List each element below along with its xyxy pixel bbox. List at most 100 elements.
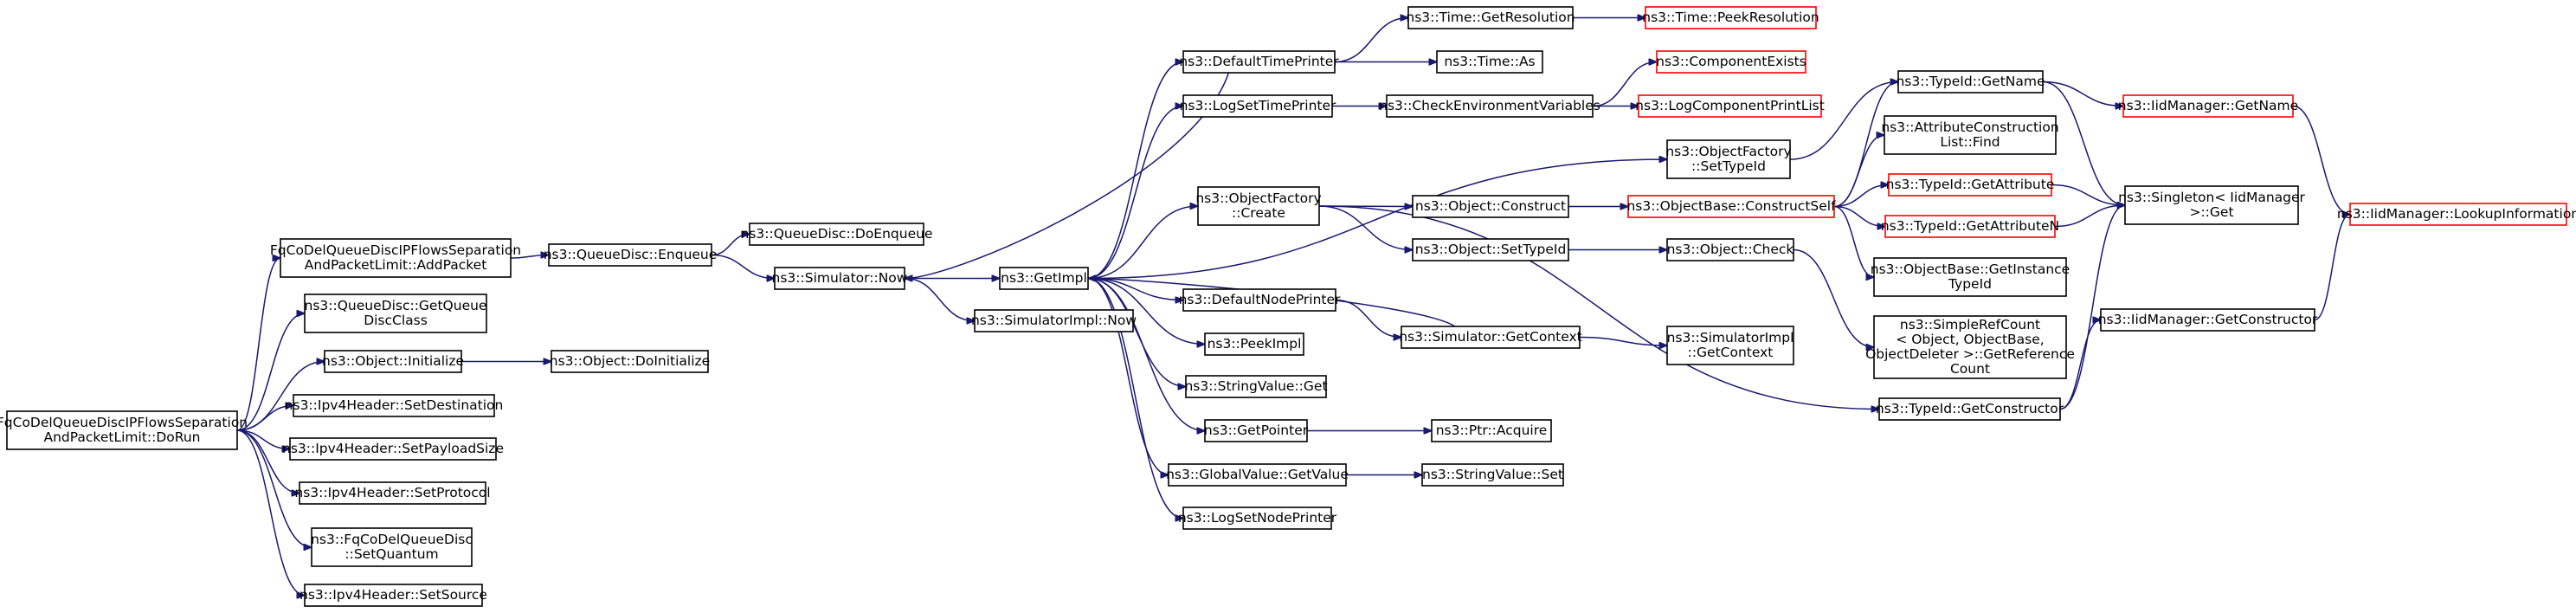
node-setpayload[interactable]: ns3::Ipv4Header::SetPayloadSize: [282, 437, 504, 461]
node-defnodeprinter[interactable]: ns3::DefaultNodePrinter: [1179, 288, 1341, 312]
node-label: ::GetContext: [1688, 345, 1774, 360]
node-objbaseconstructself[interactable]: ns3::ObjectBase::ConstructSelf: [1626, 195, 1836, 218]
node-getpointer[interactable]: ns3::GetPointer: [1204, 419, 1309, 442]
node-label: ns3::LogSetNodePrinter: [1178, 510, 1337, 526]
edge-enqueue-to-doenqueue: [711, 235, 750, 256]
node-label: ns3::StringValue::Set: [1422, 467, 1563, 482]
node-simimplgetcontext[interactable]: ns3::SimulatorImpl::GetContext: [1666, 326, 1794, 365]
node-getimpl[interactable]: ns3::GetImpl: [999, 267, 1089, 290]
node-objfactorycreate[interactable]: ns3::ObjectFactory::Create: [1195, 186, 1322, 226]
node-root[interactable]: FqCoDelQueueDiscIPFlowsSeparationAndPack…: [0, 410, 248, 450]
node-label: ns3::ObjectBase::ConstructSelf: [1626, 198, 1836, 214]
node-box: [1386, 94, 1594, 118]
node-box: [311, 527, 473, 567]
node-box: [749, 223, 924, 246]
node-box: [1204, 332, 1304, 356]
node-objsettypeid[interactable]: ns3::Object::SetTypeId: [1412, 238, 1569, 261]
node-box: [999, 267, 1089, 290]
node-box: [1182, 50, 1336, 74]
edge-typeidgetattrn-to-singletonget: [2054, 205, 2125, 228]
node-simgetcontext[interactable]: ns3::Simulator::GetContext: [1399, 326, 1582, 349]
node-ptracquire[interactable]: ns3::Ptr::Acquire: [1431, 419, 1552, 442]
node-checkenv[interactable]: ns3::CheckEnvironmentVariables: [1379, 94, 1600, 118]
node-logcompprint[interactable]: ns3::LogComponentPrintList: [1635, 94, 1825, 118]
node-objcheck[interactable]: ns3::Object::Check: [1666, 238, 1794, 261]
node-compexists[interactable]: ns3::ComponentExists: [1656, 50, 1806, 74]
node-logsettimeprinter[interactable]: ns3::LogSetTimePrinter: [1180, 94, 1336, 118]
node-box: [1431, 419, 1552, 442]
node-label: ns3::Object::DoInitialize: [550, 353, 710, 369]
node-singletonget[interactable]: ns3::Singleton< IidManager >::Get: [2118, 185, 2306, 225]
node-label: >::Get: [2189, 204, 2233, 220]
node-timepeekres[interactable]: ns3::Time::PeekResolution: [1642, 6, 1819, 29]
node-iidlookup[interactable]: ns3::IidManager::LookupInformation: [2337, 203, 2576, 226]
node-globalvalget[interactable]: ns3::GlobalValue::GetValue: [1166, 463, 1349, 487]
node-label: ns3::SimulatorImpl: [1667, 330, 1794, 345]
node-strvalset[interactable]: ns3::StringValue::Set: [1421, 463, 1564, 487]
node-timeas[interactable]: ns3::Time::As: [1436, 50, 1543, 74]
node-label: ns3::TypeId::GetConstructor: [1876, 401, 2064, 416]
node-box: [1884, 215, 2056, 238]
node-typeidgetconstr[interactable]: ns3::TypeId::GetConstructor: [1876, 397, 2064, 421]
node-label: ns3::QueueDisc::GetQueue: [305, 298, 487, 313]
node-box: [1436, 50, 1543, 74]
node-box: [304, 294, 487, 333]
node-label: ns3::ObjectFactory: [1665, 144, 1791, 159]
node-label: ns3::Ipv4Header::SetPayloadSize: [282, 441, 504, 456]
edge-addpacket-to-enqueue: [510, 255, 549, 259]
node-box: [1627, 195, 1835, 218]
node-simnow[interactable]: ns3::Simulator::Now: [772, 267, 908, 290]
node-objconstruct[interactable]: ns3::Object::Construct: [1412, 195, 1569, 218]
node-addpacket[interactable]: FqCoDelQueueDiscIPFlowsSeparationAndPack…: [270, 238, 521, 278]
node-box: [1873, 257, 2067, 297]
node-box: [1412, 238, 1569, 261]
node-objinit[interactable]: ns3::Object::Initialize: [322, 350, 464, 373]
node-peekimpl[interactable]: ns3::PeekImpl: [1204, 332, 1304, 356]
node-logsetnodeprinter[interactable]: ns3::LogSetNodePrinter: [1178, 507, 1337, 530]
edge-typeidgetattr-to-singletonget: [2051, 184, 2125, 206]
node-doenqueue[interactable]: ns3::QueueDisc::DoEnqueue: [740, 223, 933, 246]
node-label: ns3::Ipv4Header::SetSource: [299, 587, 487, 603]
node-label: ns3::IidManager::LookupInformation: [2337, 206, 2576, 222]
edge-typeidgetname-to-iidgetname: [2042, 81, 2123, 106]
node-typeidgetattr[interactable]: ns3::TypeId::GetAttribute: [1886, 173, 2055, 197]
node-label: ns3::Ipv4Header::SetProtocol: [294, 485, 490, 500]
node-label: ns3::Object::Construct: [1415, 198, 1566, 214]
node-enqueue[interactable]: ns3::QueueDisc::Enqueue: [544, 243, 718, 267]
node-box: [1656, 50, 1806, 74]
node-objfactsettypeid[interactable]: ns3::ObjectFactory::SetTypeId: [1665, 139, 1792, 179]
node-label: DiscClass: [364, 313, 428, 328]
node-deftimeprinter[interactable]: ns3::DefaultTimePrinter: [1179, 50, 1339, 74]
node-setsource[interactable]: ns3::Ipv4Header::SetSource: [299, 584, 487, 607]
edge-root-to-setquantum: [236, 429, 312, 547]
node-simplerefcount[interactable]: ns3::SimpleRefCount< Object, ObjectBase,…: [1865, 315, 2075, 379]
edge-objfactorycreate-to-typeidgetconstr: [1318, 205, 1879, 410]
node-setproto[interactable]: ns3::Ipv4Header::SetProtocol: [294, 481, 491, 505]
node-doinit[interactable]: ns3::Object::DoInitialize: [550, 350, 710, 373]
node-iidgetconstr[interactable]: ns3::IidManager::GetConstructor: [2098, 308, 2318, 332]
node-label: ns3::QueueDisc::Enqueue: [544, 247, 718, 262]
edge-getimpl-to-globalvalget: [1087, 277, 1169, 475]
node-iidgetname[interactable]: ns3::IidManager::GetName: [2118, 94, 2298, 118]
node-box: [974, 309, 1134, 332]
node-box: [1638, 94, 1822, 118]
edge-iidgetconstr-to-iidlookup: [2314, 215, 2350, 321]
edge-getimpl-to-objfactsettypeid: [1087, 159, 1667, 280]
node-setdest[interactable]: ns3::Ipv4Header::SetDestination: [285, 394, 504, 417]
node-simimplnow[interactable]: ns3::SimulatorImpl::Now: [971, 309, 1137, 332]
node-label: ns3::CheckEnvironmentVariables: [1379, 98, 1600, 113]
call-nodes: FqCoDelQueueDiscIPFlowsSeparationAndPack…: [0, 6, 2576, 607]
node-box: [548, 243, 712, 267]
node-timegetres[interactable]: ns3::Time::GetResolution: [1406, 6, 1575, 29]
node-box: [1185, 375, 1327, 398]
edge-typeidgetconstr-to-singletonget: [2059, 205, 2125, 410]
node-strvalget[interactable]: ns3::StringValue::Get: [1184, 375, 1328, 398]
node-typeidgetattrn[interactable]: ns3::TypeId::GetAttributeN: [1881, 215, 2059, 238]
node-typeidgetname[interactable]: ns3::TypeId::GetName: [1896, 70, 2045, 94]
node-setquantum[interactable]: ns3::FqCoDelQueueDisc::SetQuantum: [311, 527, 473, 567]
edge-simgetcontext-to-simimplgetcontext: [1579, 336, 1667, 346]
